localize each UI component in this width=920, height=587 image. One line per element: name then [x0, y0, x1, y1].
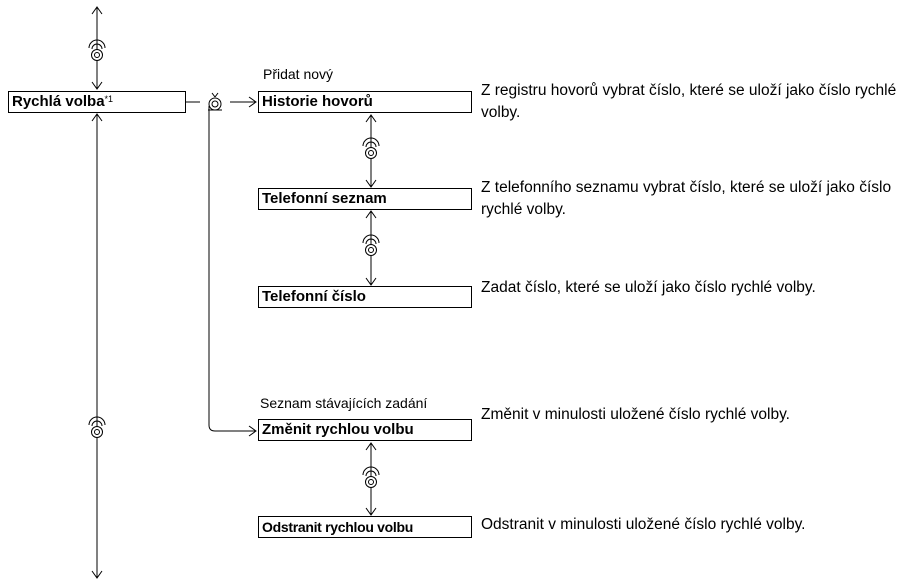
menu-item-label: Historie hovorů	[262, 93, 373, 110]
root-connector	[186, 96, 257, 437]
menu-item-telefonni-seznam[interactable]: Telefonní seznam	[258, 188, 472, 210]
menu-item-zmenit-rychlou-volbu[interactable]: Změnit rychlou volbu	[258, 419, 472, 441]
description-telefonni-seznam: Z telefonního seznamu vybrat číslo, kter…	[481, 179, 892, 218]
main-axis	[91, 6, 103, 579]
group-label-add-new: Přidat nový	[263, 66, 334, 82]
push-knob-icon	[207, 92, 223, 111]
menu-item-label: Telefonní seznam	[262, 190, 387, 207]
menu-item-label: Změnit rychlou volbu	[262, 421, 414, 438]
menu-item-rychla-volba[interactable]: Rychlá volba*1	[8, 91, 186, 113]
description-historie-hovoru: Z registru hovorů vybrat číslo, které se…	[481, 82, 897, 121]
menu-item-odstranit-rychlou-volbu[interactable]: Odstranit rychlou volbu	[258, 516, 472, 538]
menu-item-historie-hovoru[interactable]: Historie hovorů	[258, 91, 472, 113]
description-odstranit-rychlou-volbu: Odstranit v minulosti uložené číslo rych…	[481, 516, 806, 533]
menu-item-label: Odstranit rychlou volbu	[262, 519, 414, 535]
menu-item-telefonni-cislo[interactable]: Telefonní číslo	[258, 286, 472, 308]
description-telefonni-cislo: Zadat číslo, které se uloží jako číslo r…	[481, 279, 816, 296]
footnote-mark: *1	[104, 94, 114, 104]
menu-item-label: Rychlá volba	[12, 93, 105, 110]
menu-item-label: Telefonní číslo	[262, 288, 366, 305]
group-label-existing: Seznam stávajících zadání	[260, 395, 428, 411]
description-zmenit-rychlou-volbu: Změnit v minulosti uložené číslo rychlé …	[481, 406, 790, 423]
submenu-axes	[365, 114, 377, 516]
